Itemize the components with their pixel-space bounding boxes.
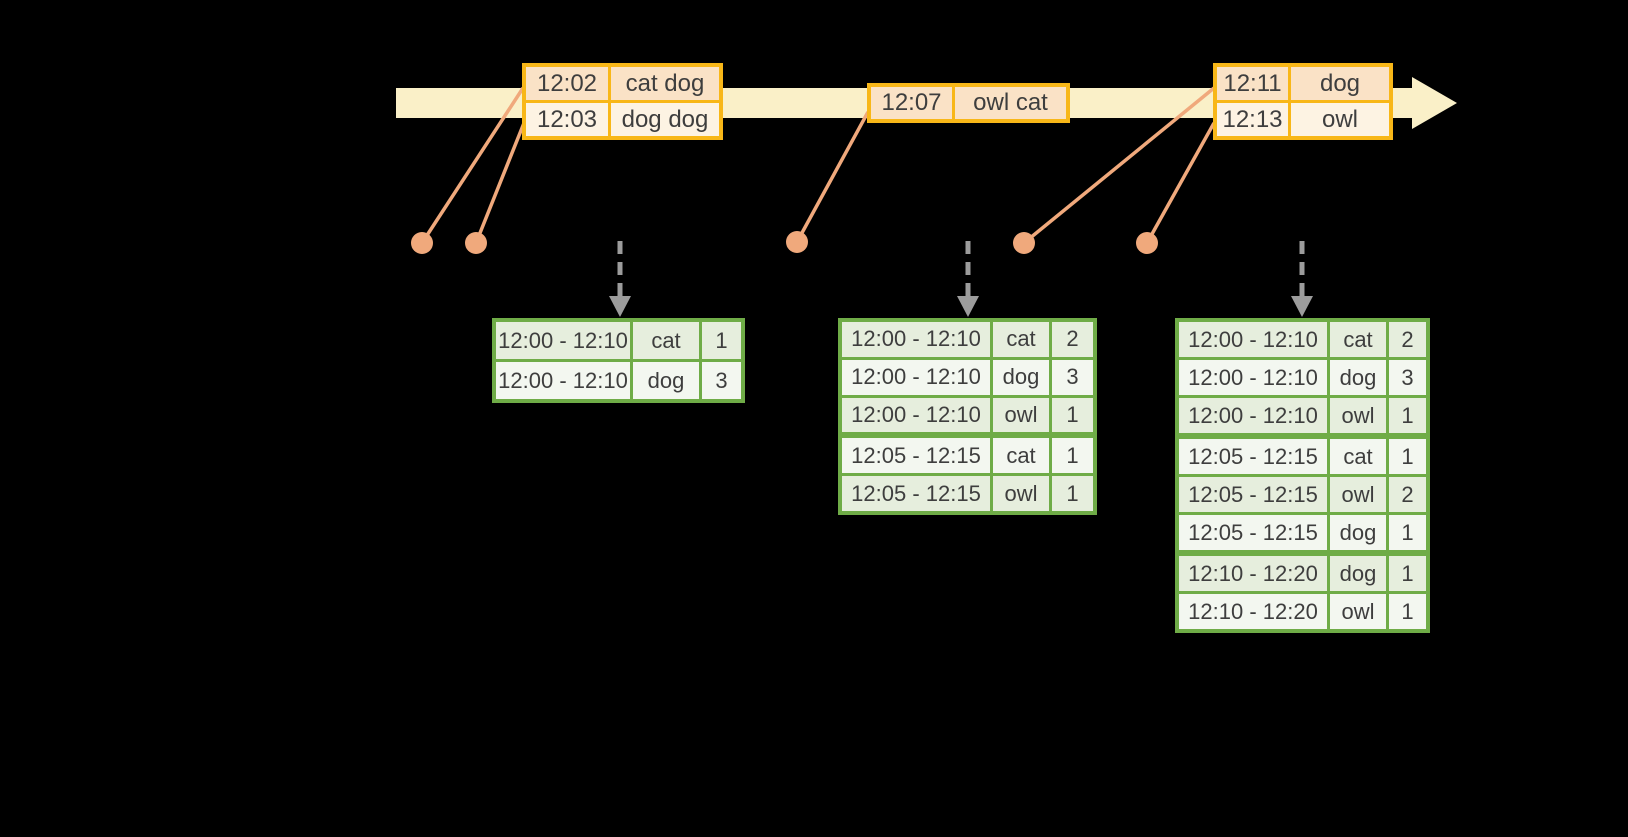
count-cell: 1 [1389, 398, 1426, 433]
count-cell: 1 [1389, 594, 1426, 629]
count-cell: 1 [1389, 556, 1426, 591]
connector-line [795, 111, 870, 243]
event-time-cell: 12:03 [526, 103, 608, 136]
word-cell: cat [1330, 439, 1386, 474]
count-cell: 3 [1389, 360, 1426, 395]
window-cell: 12:10 - 12:20 [1179, 556, 1327, 591]
word-cell: owl [1330, 398, 1386, 433]
window-cell: 12:00 - 12:10 [1179, 322, 1327, 357]
event-time-cell: 12:13 [1217, 103, 1288, 136]
event-time-cell: 12:02 [526, 67, 608, 100]
window-cell: 12:00 - 12:10 [842, 359, 990, 395]
event-dot [786, 231, 808, 253]
word-cell: cat [993, 322, 1049, 357]
word-cell: dog [1330, 360, 1386, 395]
count-cell: 3 [1052, 359, 1093, 395]
word-cell: owl [1330, 477, 1386, 512]
word-cell: cat [633, 322, 699, 359]
word-cell: dog [993, 359, 1049, 395]
connector-line [420, 87, 525, 244]
event-words-cell: owl cat [955, 87, 1066, 119]
count-cell: 2 [1389, 477, 1426, 512]
event-time-cell: 12:07 [871, 87, 952, 119]
count-cell: 1 [1052, 397, 1093, 433]
count-cell: 1 [702, 322, 741, 359]
word-cell: dog [1330, 515, 1386, 550]
event-dot [411, 232, 433, 254]
count-cell: 1 [1052, 476, 1093, 511]
window-cell: 12:00 - 12:10 [496, 322, 630, 359]
count-cell: 2 [1389, 322, 1426, 357]
event-time-cell: 12:11 [1217, 67, 1288, 100]
window-cell: 12:05 - 12:15 [1179, 439, 1327, 474]
count-cell: 1 [1052, 438, 1093, 474]
word-cell: owl [1330, 594, 1386, 629]
connector-line [1022, 86, 1216, 245]
event-words-cell: cat dog [611, 67, 719, 100]
window-cell: 12:10 - 12:20 [1179, 594, 1327, 629]
event-words-cell: dog [1291, 67, 1389, 100]
event-dot [1136, 232, 1158, 254]
window-cell: 12:05 - 12:15 [1179, 477, 1327, 512]
event-dot [1013, 232, 1035, 254]
count-cell: 1 [1389, 439, 1426, 474]
event-words-cell: owl [1291, 103, 1389, 136]
word-cell: cat [993, 438, 1049, 474]
window-cell: 12:00 - 12:10 [842, 322, 990, 357]
window-cell: 12:00 - 12:10 [496, 362, 630, 399]
window-cell: 12:05 - 12:15 [842, 438, 990, 474]
timeline-arrowhead-icon [1412, 77, 1457, 129]
count-cell: 3 [702, 362, 741, 399]
window-cell: 12:00 - 12:10 [1179, 398, 1327, 433]
trigger-arrow-icon [1291, 241, 1313, 317]
word-cell: owl [993, 476, 1049, 511]
word-cell: dog [633, 362, 699, 399]
window-cell: 12:05 - 12:15 [1179, 515, 1327, 550]
window-cell: 12:05 - 12:15 [842, 476, 990, 511]
connector-line [474, 122, 526, 244]
word-cell: owl [993, 397, 1049, 433]
trigger-arrow-icon [609, 241, 631, 317]
window-cell: 12:00 - 12:10 [1179, 360, 1327, 395]
event-dot [465, 232, 487, 254]
count-cell: 2 [1052, 322, 1093, 357]
word-cell: dog [1330, 556, 1386, 591]
window-cell: 12:00 - 12:10 [842, 397, 990, 433]
count-cell: 1 [1389, 515, 1426, 550]
event-words-cell: dog dog [611, 103, 719, 136]
word-cell: cat [1330, 322, 1386, 357]
connector-line [1145, 122, 1216, 244]
trigger-arrow-icon [957, 241, 979, 317]
